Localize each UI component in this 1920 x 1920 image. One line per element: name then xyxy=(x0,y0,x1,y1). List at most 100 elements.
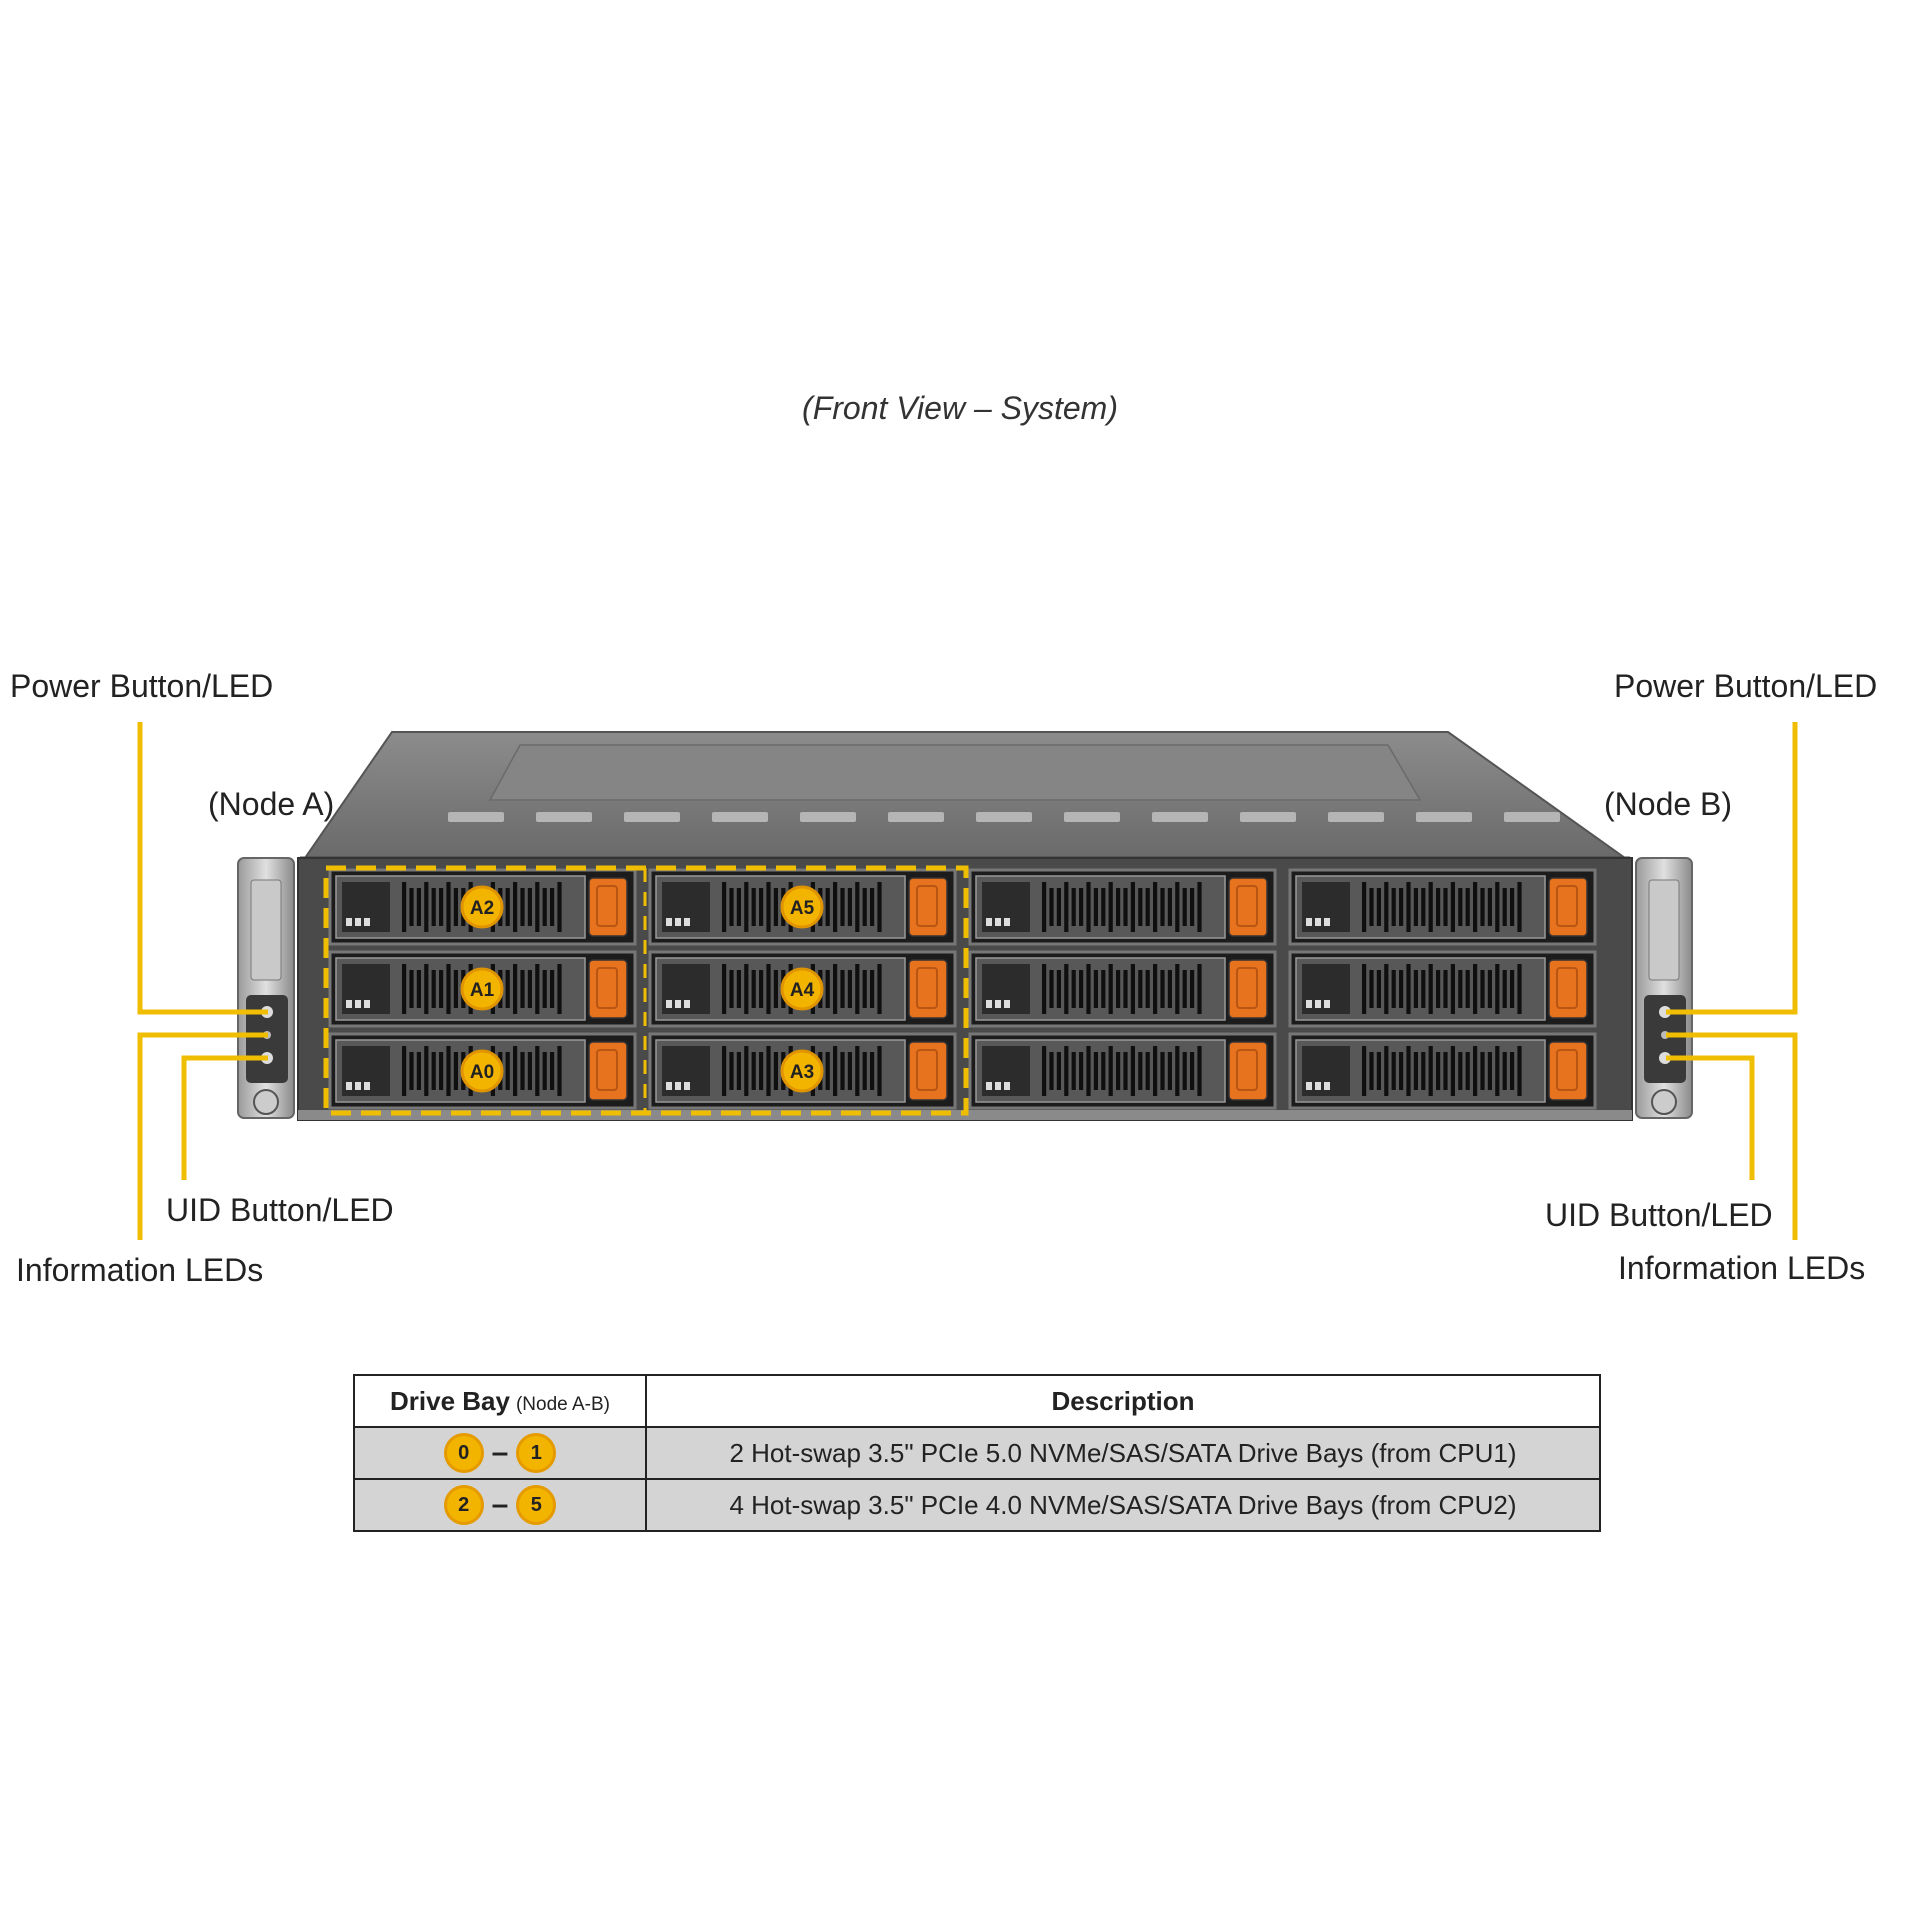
tray-dot xyxy=(995,918,1001,926)
tray-grille-slot xyxy=(1130,1046,1135,1096)
drive-tray[interactable] xyxy=(1288,950,1597,1028)
tray-grille-slot xyxy=(424,882,429,932)
vent-slot xyxy=(536,812,592,822)
tray-grille-slot xyxy=(825,888,830,926)
tray-grille-slot xyxy=(1421,1052,1426,1090)
drive-bay-label: A1 xyxy=(470,980,495,1001)
drive-tray[interactable] xyxy=(1288,1032,1597,1110)
tray-grille-slot xyxy=(1086,882,1091,932)
tray-grille-slot xyxy=(1160,1052,1165,1090)
tray-grille-slot xyxy=(505,888,510,926)
handle-grip xyxy=(596,885,618,927)
callout-lines xyxy=(137,722,1798,1240)
tray-grille-slot xyxy=(1101,888,1106,926)
tray-grille-slot xyxy=(402,882,407,932)
tray-grille-slot xyxy=(1517,964,1522,1014)
drive-bay-label: A0 xyxy=(470,1062,494,1083)
tray-grille-slot xyxy=(1391,888,1396,926)
tray-grille-slot xyxy=(870,888,875,926)
tray-dot xyxy=(666,1082,672,1090)
tray-grille-slot xyxy=(722,964,727,1014)
tray-grille-slot xyxy=(416,1052,421,1090)
tray-grille-slot xyxy=(840,1052,845,1090)
tray-grille-slot xyxy=(1517,1046,1522,1096)
tray-grille-slot xyxy=(833,1046,838,1096)
tray-dot xyxy=(1306,1082,1312,1090)
tray-grille-slot xyxy=(1049,888,1054,926)
left-info-label: Information LEDs xyxy=(16,1252,264,1288)
tray-grille-slot xyxy=(877,882,882,932)
tray-grille-slot xyxy=(431,888,436,926)
bay-badge: 1 xyxy=(516,1433,557,1473)
tray-grille-slot xyxy=(1056,970,1061,1008)
vent-slot xyxy=(1328,812,1384,822)
tray-grille-slot xyxy=(542,888,547,926)
drive-tray[interactable] xyxy=(1288,868,1597,946)
tray-grille-slot xyxy=(1473,964,1478,1014)
tray-dot xyxy=(675,918,681,926)
tray-grille-slot xyxy=(1450,1046,1455,1096)
tray-grille-slot xyxy=(1384,964,1389,1014)
tray-grille-slot xyxy=(513,882,518,932)
tray-grille-slot xyxy=(1458,1052,1463,1090)
tray-grille-slot xyxy=(825,1052,830,1090)
tray-grille-slot xyxy=(550,970,555,1008)
tray-dot xyxy=(995,1082,1001,1090)
tray-grille-slot xyxy=(1399,970,1404,1008)
tray-grille-slot xyxy=(1510,888,1515,926)
drive-bay-label: A3 xyxy=(790,1062,814,1083)
handle-grip xyxy=(1556,885,1578,927)
drive-tray[interactable] xyxy=(968,868,1277,946)
drive-tray[interactable] xyxy=(968,1032,1277,1110)
tray-grille-slot xyxy=(1391,970,1396,1008)
tray-grille-slot xyxy=(870,970,875,1008)
tray-dot xyxy=(675,1082,681,1090)
uid-led-icon[interactable] xyxy=(1659,1052,1671,1064)
tray-grille-slot xyxy=(1502,1052,1507,1090)
left-uid-line xyxy=(181,1055,268,1180)
tray-grille-slot xyxy=(1153,882,1158,932)
tray-grille-slot xyxy=(1369,1052,1374,1090)
handle-grip xyxy=(596,1049,618,1091)
tray-dot xyxy=(684,918,690,926)
drive-bay-badge xyxy=(780,885,824,929)
tray-grille-slot xyxy=(1473,1046,1478,1096)
handle-grip xyxy=(1236,1049,1258,1091)
node-a-label: (Node A) xyxy=(208,786,335,822)
tray-dot xyxy=(1315,1082,1321,1090)
tray-grille-slot xyxy=(1042,1046,1047,1096)
tray-grille-slot xyxy=(1116,970,1121,1008)
power-led-icon[interactable] xyxy=(1659,1006,1671,1018)
tray-grille-slot xyxy=(1406,964,1411,1014)
tray-dot xyxy=(364,1000,370,1008)
tray-grille-slot xyxy=(505,970,510,1008)
tray-grille-slot xyxy=(520,970,525,1008)
tray-grille-slot xyxy=(1495,882,1500,932)
left-power-line xyxy=(137,722,268,1015)
tray-grille-slot xyxy=(1421,888,1426,926)
tray-grille-slot xyxy=(729,970,734,1008)
left-power-label: Power Button/LED xyxy=(10,668,274,704)
bay-badge: 2 xyxy=(443,1485,484,1525)
tray-grille-slot xyxy=(1384,1046,1389,1096)
handle-grip xyxy=(916,885,938,927)
tray-dot xyxy=(1324,918,1330,926)
vent-slot xyxy=(1240,812,1296,822)
tray-grille-slot xyxy=(847,888,852,926)
drive-tray[interactable] xyxy=(968,950,1277,1028)
tray-dot xyxy=(1306,918,1312,926)
tray-dot xyxy=(364,918,370,926)
tray-grille-slot xyxy=(409,970,414,1008)
drive-tray[interactable] xyxy=(328,1032,637,1110)
drive-bay-badge xyxy=(460,885,504,929)
tray-grille-slot xyxy=(833,882,838,932)
tray-grille-slot xyxy=(736,970,741,1008)
tray-grille-slot xyxy=(439,888,444,926)
tray-dot xyxy=(666,918,672,926)
tray-grille-slot xyxy=(1116,1052,1121,1090)
drive-bay-badge xyxy=(780,967,824,1011)
tray-grille-slot xyxy=(557,1046,562,1096)
drive-bay-badge xyxy=(460,1049,504,1093)
figure-caption: (Front View – System) xyxy=(802,390,1118,426)
tray-grille-slot xyxy=(1093,1052,1098,1090)
